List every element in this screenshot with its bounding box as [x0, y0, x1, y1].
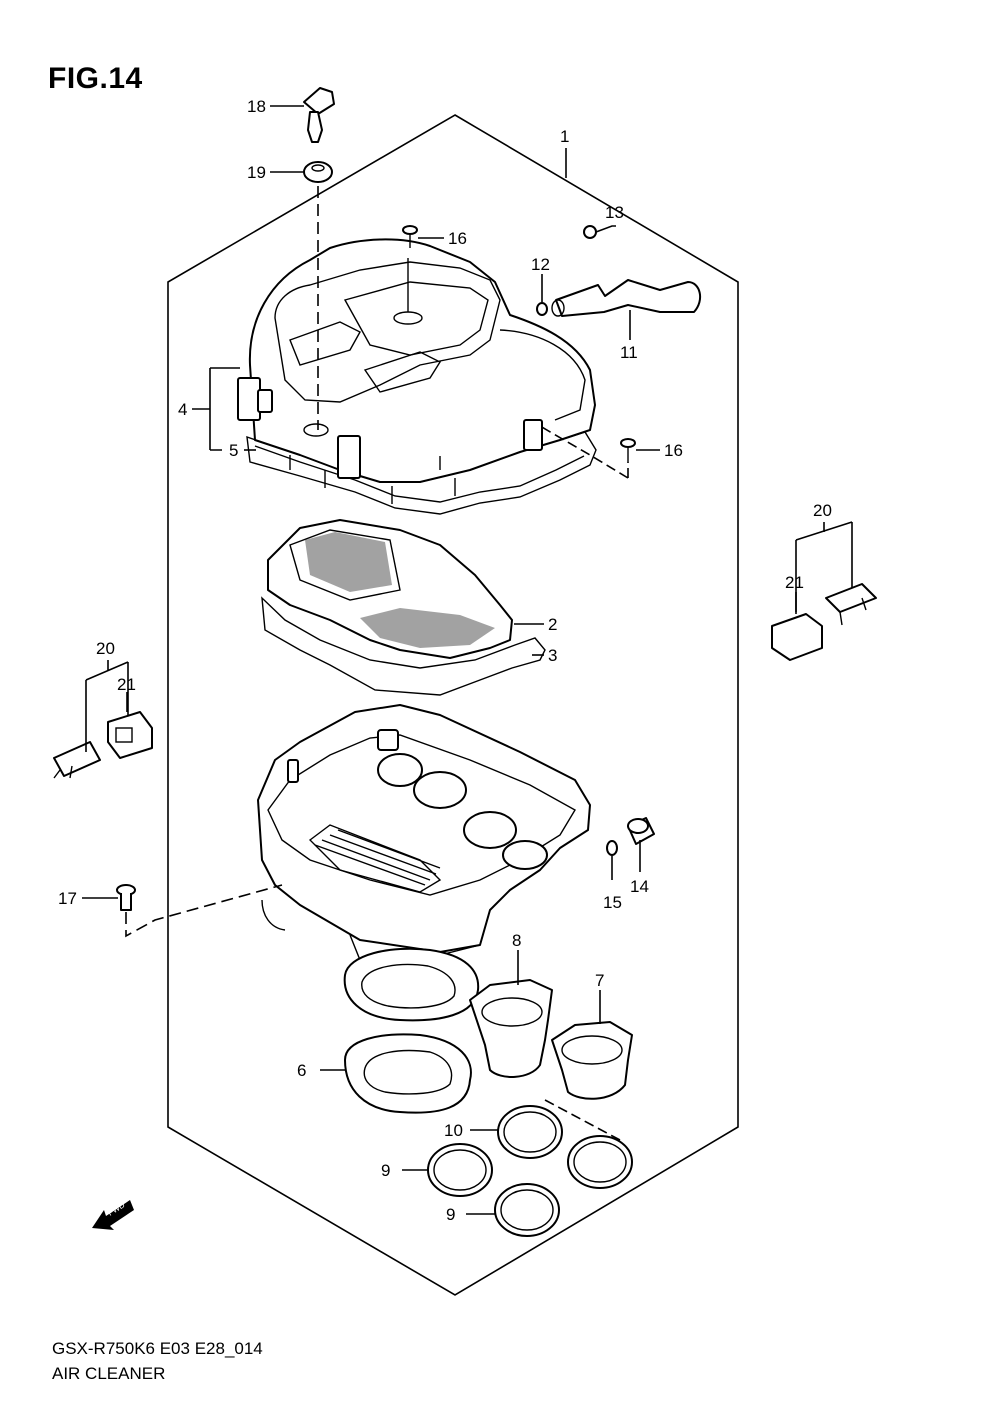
callout-10: 10 — [444, 1121, 463, 1140]
part-10-clamp-b — [567, 1135, 633, 1189]
part-8-duct — [469, 979, 553, 1078]
callout-11: 11 — [620, 343, 638, 362]
part-21-cover-right — [771, 613, 823, 661]
callout-1: 1 — [560, 127, 569, 146]
callout-12: 12 — [531, 255, 550, 274]
callout-14: 14 — [630, 877, 649, 896]
callout-4: 4 — [178, 400, 187, 419]
part-10-clamp-a — [497, 1105, 563, 1159]
callout-3: 3 — [548, 646, 557, 665]
upper-case-part — [237, 238, 597, 515]
lower-case-part — [257, 704, 591, 961]
callout-13: 13 — [605, 203, 624, 222]
callout-16-right: 16 — [664, 441, 683, 460]
callout-17: 17 — [58, 889, 77, 908]
callout-15: 15 — [603, 893, 622, 912]
part-6b-seal-upper — [343, 947, 480, 1022]
part-11-hose — [551, 279, 702, 317]
part-16-screw-top — [402, 225, 418, 248]
part-16-screw-right — [620, 438, 636, 462]
callout-21-left: 21 — [117, 675, 136, 694]
assembly-frame — [167, 114, 739, 1296]
diagram-name: AIR CLEANER — [52, 1364, 166, 1383]
part-20-connector-left — [53, 741, 101, 779]
callout-20-right: 20 — [813, 501, 832, 520]
part-9-clamp-b — [494, 1183, 560, 1237]
model-code: GSX-R750K6 E03 E28_014 — [52, 1339, 263, 1358]
callout-20-left: 20 — [96, 639, 115, 658]
callout-6: 6 — [297, 1061, 306, 1080]
callout-2: 2 — [548, 615, 557, 634]
part-19-grommet — [303, 161, 333, 183]
part-18-clip — [303, 87, 335, 143]
callout-9-lower: 9 — [446, 1205, 455, 1224]
forward-arrow-icon: FWD — [92, 1200, 134, 1230]
filter-element-part — [261, 519, 546, 696]
callout-7: 7 — [595, 971, 604, 990]
part-20-connector-right — [825, 583, 877, 626]
callout-18: 18 — [247, 97, 266, 116]
part-9-clamp-a — [427, 1143, 493, 1197]
part-15-clamp — [606, 840, 618, 856]
part-17-bolt — [116, 884, 136, 911]
part-13-clamp — [583, 225, 597, 239]
part-14-cap — [627, 817, 655, 845]
figure-title: FIG.14 — [48, 62, 143, 95]
part-6-seal — [344, 1033, 472, 1114]
callout-21-right: 21 — [785, 573, 804, 592]
part-21-cover-left — [107, 711, 153, 759]
callout-16-top: 16 — [448, 229, 467, 248]
callout-8: 8 — [512, 931, 521, 950]
part-7-duct — [551, 1021, 633, 1100]
callout-9-upper: 9 — [381, 1161, 390, 1180]
callout-5: 5 — [229, 441, 238, 460]
callout-19: 19 — [247, 163, 266, 182]
leader-lines — [82, 105, 853, 1215]
part-12-clamp — [536, 302, 548, 316]
